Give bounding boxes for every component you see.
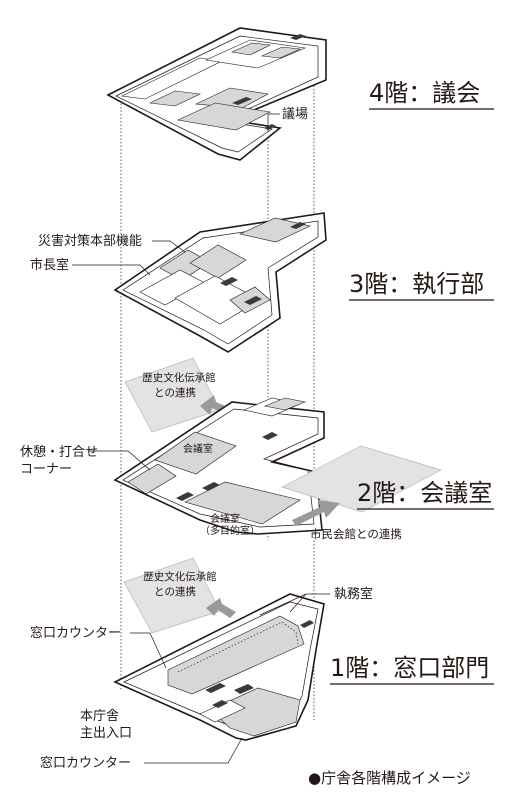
callout-window-counter-upper-label: 窓口カウンター [30,625,121,641]
callout-window-counter-lower-label: 窓口カウンター [40,755,131,771]
floor-1-title: 1階：窓口部門 [330,654,489,682]
room-conference: 会議室 [183,442,213,455]
callout-disaster-hq: 災害対策本部機能 [38,233,186,253]
room-multipurpose: （多目的室） [200,524,260,537]
floor-4-title: 4階：議会 [369,79,480,107]
callout-office-room: 執務室 [259,586,373,616]
floor-1-plan [113,593,325,741]
floor-1-link-history: 歴史文化伝承館 との連携 [123,557,236,634]
link-history-2f-line1: 歴史文化伝承館 [142,371,216,384]
callout-rest-corner-line2: コーナー [20,462,72,477]
callout-mayor-office: 市長室 [30,257,151,276]
floor-3-title: 3階：執行部 [349,270,484,298]
callout-main-entrance-line2: 主出入口 [80,726,132,741]
room-conference-multi: 会議室 [210,512,240,525]
callout-rest-corner-line1: 休憩・打合せ [20,444,98,460]
link-history-1f-line1: 歴史文化伝承館 [143,570,217,583]
callout-disaster-hq-label: 災害対策本部機能 [38,233,142,249]
callout-main-entrance-line1: 本庁舎 [80,709,119,724]
callout-rest-corner: 休憩・打合せ コーナー [20,444,151,477]
floor-3-plan [113,212,327,353]
link-civic-hall-label: 市民会館との連携 [310,527,402,541]
callout-window-counter-upper: 窓口カウンター [30,625,167,669]
floor-2-plan [113,397,325,535]
link-history-2f-line2: との連携 [154,386,196,399]
alignment-guides [120,40,315,720]
figure-caption: ●庁舎各階構成イメージ [308,769,471,787]
floor-2-link-civic-hall: 市民会館との連携 [281,445,442,541]
callout-office-room-label: 執務室 [334,586,373,602]
callout-main-entrance: 本庁舎 主出入口 [80,709,132,741]
floor-4-plan [106,27,327,161]
floor-2-title: 2階：会議室 [357,479,492,507]
callout-mayor-office-label: 市長室 [30,257,69,273]
callout-giba-label: 議場 [282,107,308,122]
callout-giba: 議場 [267,107,308,132]
callout-window-counter-lower: 窓口カウンター [40,737,243,771]
link-history-1f-line2: との連携 [154,585,196,598]
